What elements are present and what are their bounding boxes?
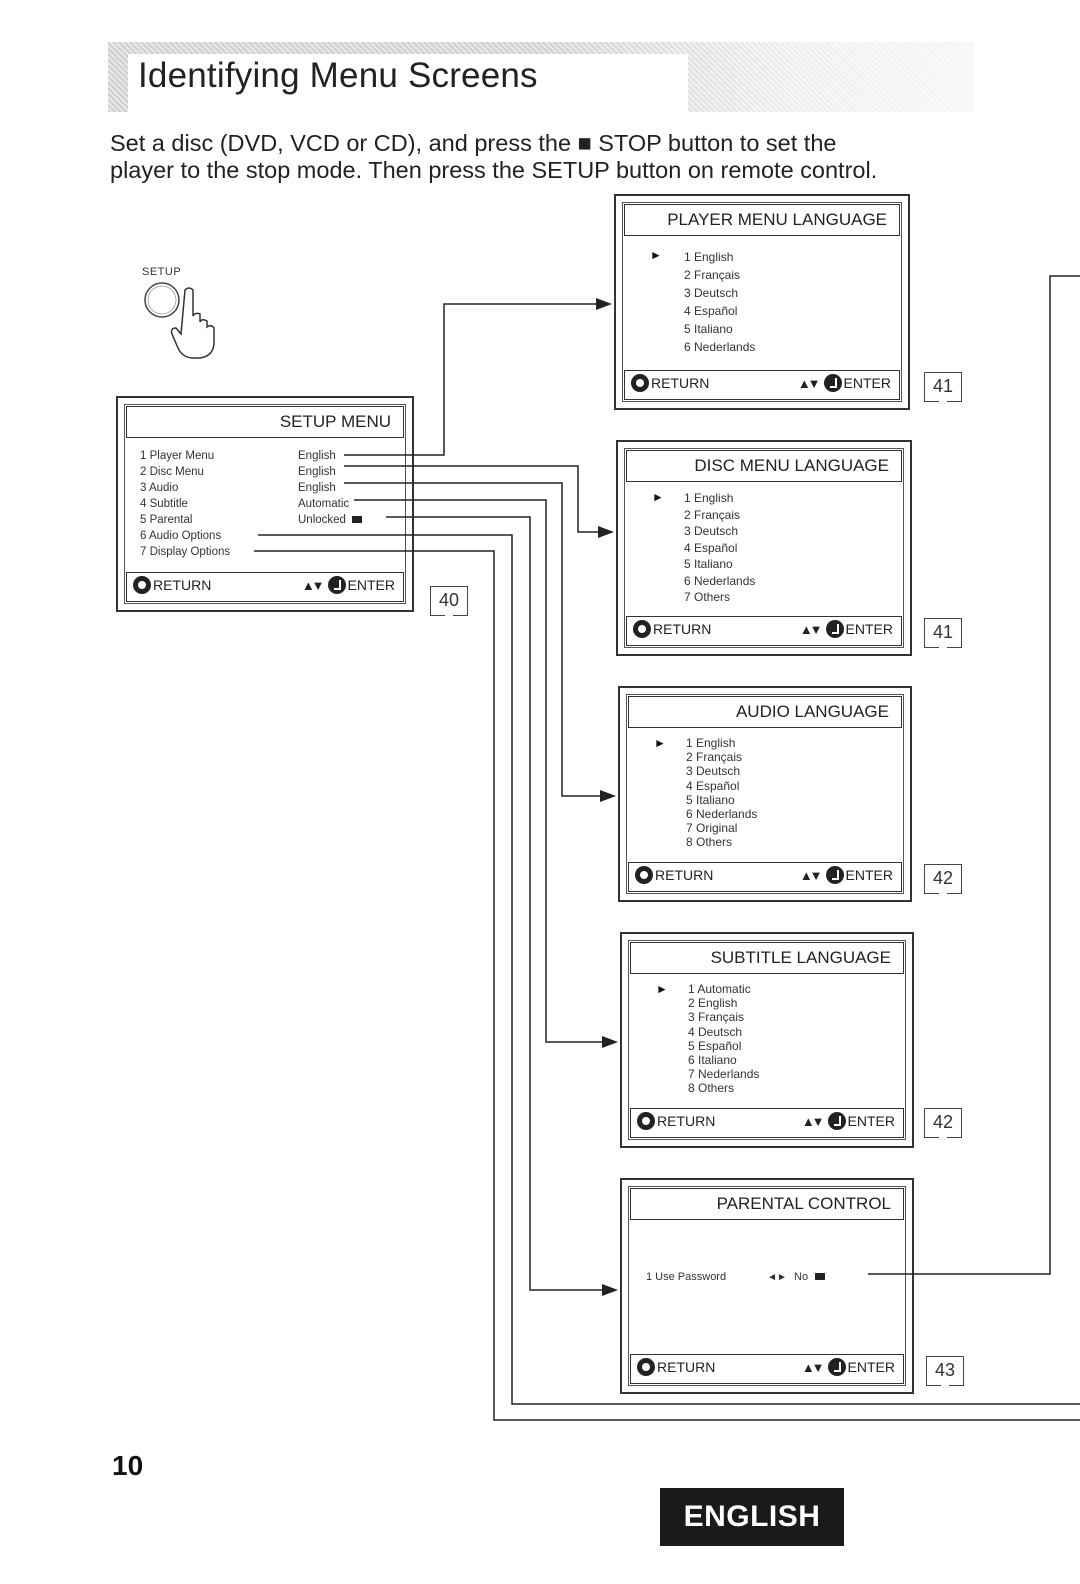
list-item[interactable]: 7 Nederlands (688, 1067, 760, 1082)
up-down-arrows-icon: ▲▼ (301, 577, 325, 593)
list-item[interactable]: 7 Others (684, 590, 731, 604)
unlock-icon (352, 516, 363, 523)
up-down-arrows-icon: ▲▼ (801, 1113, 825, 1129)
list-item[interactable]: 3 Deutsch (684, 286, 739, 300)
list-item[interactable]: 3 Deutsch (686, 764, 741, 779)
list-item[interactable]: 6 Nederlands (684, 340, 756, 354)
list-item[interactable]: 5 Italiano (686, 792, 735, 807)
return-icon (133, 576, 151, 594)
return-icon (637, 1112, 655, 1130)
setup-button-icon (144, 282, 215, 359)
list-item[interactable]: 5 Italiano (684, 322, 733, 336)
page-ref-43: 43 (926, 1356, 964, 1387)
setup-menu-footer: RETURN ▲▼ENTER (126, 572, 404, 602)
subtitle-language-title: SUBTITLE LANGUAGE (630, 942, 904, 974)
up-down-arrows-icon: ▲▼ (799, 621, 823, 637)
cursor-icon: ► (652, 490, 664, 504)
disc-menu-language-title: DISC MENU LANGUAGE (626, 450, 902, 482)
parental-control-screen: PARENTAL CONTROL 1 Use Password ◄► No RE… (620, 1178, 914, 1394)
intro-line-2: player to the stop mode. Then press the … (110, 157, 878, 183)
lock-icon (815, 1273, 826, 1280)
screen-footer: RETURN ▲▼ENTER (624, 370, 900, 400)
list-item[interactable]: 6 Italiano (688, 1053, 737, 1068)
language-badge: ENGLISH (660, 1488, 844, 1546)
header-banner: Identifying Menu Screens (108, 42, 974, 112)
list-item[interactable]: 4 Deutsch (688, 1024, 743, 1039)
list-item[interactable]: 1 Automatic (688, 982, 751, 996)
list-item[interactable]: 4 Español (684, 304, 738, 318)
disc-menu-language-screen: DISC MENU LANGUAGE ► 1 English 2 Françai… (616, 440, 912, 656)
page-title: Identifying Menu Screens (138, 56, 538, 95)
page-ref-40: 40 (430, 586, 468, 617)
screen-footer: RETURN ▲▼ENTER (628, 862, 902, 892)
page-ref-42b: 42 (924, 1108, 962, 1139)
player-menu-language-screen: PLAYER MENU LANGUAGE ► 1 English 2 Franç… (614, 194, 910, 410)
list-item[interactable]: 3 Français (688, 1010, 745, 1025)
enter-icon (827, 1358, 846, 1376)
up-down-arrows-icon: ▲▼ (799, 867, 823, 883)
player-menu-language-title: PLAYER MENU LANGUAGE (624, 204, 900, 236)
list-item[interactable]: 6 Nederlands (686, 807, 758, 822)
use-password-value[interactable]: No (794, 1271, 809, 1283)
cursor-icon: ► (650, 248, 662, 262)
list-item[interactable]: 3 Deutsch (684, 524, 739, 538)
use-password-label: 1 Use Password (646, 1271, 727, 1283)
screen-footer: RETURN ▲▼ENTER (630, 1108, 904, 1138)
list-item[interactable]: 5 Español (688, 1038, 742, 1053)
subtitle-language-screen: SUBTITLE LANGUAGE ► 1 Automatic 2 Englis… (620, 932, 914, 1148)
enter-icon (823, 374, 842, 392)
list-item[interactable]: 6 Nederlands (684, 573, 756, 588)
list-item[interactable]: 1 English (686, 736, 736, 750)
intro-text: Set a disc (DVD, VCD or CD), and press t… (110, 130, 990, 184)
enter-icon (827, 1112, 846, 1130)
enter-icon (327, 576, 346, 594)
return-icon (637, 1358, 655, 1376)
intro-line-1: Set a disc (DVD, VCD or CD), and press t… (110, 130, 837, 156)
setup-item-audio-options[interactable]: 6 Audio Options (140, 530, 222, 542)
up-down-arrows-icon: ▲▼ (797, 375, 821, 391)
audio-language-screen: AUDIO LANGUAGE ► 1 English 2 Français 3 … (618, 686, 912, 902)
list-item[interactable]: 5 Italiano (684, 557, 733, 571)
up-down-arrows-icon: ▲▼ (801, 1359, 825, 1375)
screen-footer: RETURN ▲▼ENTER (630, 1354, 904, 1384)
list-item[interactable]: 1 English (684, 491, 734, 505)
list-item[interactable]: 2 Français (684, 507, 741, 522)
setup-button-label: SETUP (142, 266, 182, 278)
enter-icon (825, 620, 844, 638)
return-icon (633, 620, 651, 638)
list-item[interactable]: 8 Others (688, 1081, 735, 1096)
list-item[interactable]: 8 Others (686, 835, 733, 850)
parental-control-title: PARENTAL CONTROL (630, 1188, 904, 1220)
hand-press-icon (170, 287, 215, 359)
list-item[interactable]: 1 English (684, 250, 734, 264)
screen-footer: RETURN ▲▼ENTER (626, 616, 902, 646)
list-item[interactable]: 4 Español (686, 778, 740, 793)
list-item[interactable]: 7 Original (686, 821, 738, 836)
audio-language-title: AUDIO LANGUAGE (628, 696, 902, 728)
return-icon (631, 374, 649, 392)
setup-menu-title: SETUP MENU (126, 406, 404, 438)
list-item[interactable]: 2 Français (684, 268, 741, 282)
page-ref-42: 42 (924, 864, 962, 895)
return-icon (635, 866, 653, 884)
page-ref-41: 41 (924, 372, 962, 403)
page-ref-41b: 41 (924, 618, 962, 649)
cursor-icon: ► (656, 982, 668, 996)
setup-item-display-options[interactable]: 7 Display Options (140, 546, 231, 558)
left-right-arrows-icon: ◄► (767, 1272, 787, 1283)
cursor-icon: ► (654, 736, 666, 750)
list-item[interactable]: 2 Français (686, 750, 743, 765)
page-number: 10 (112, 1450, 144, 1481)
list-item[interactable]: 4 Español (684, 540, 738, 555)
enter-icon (825, 866, 844, 884)
list-item[interactable]: 2 English (688, 996, 738, 1011)
